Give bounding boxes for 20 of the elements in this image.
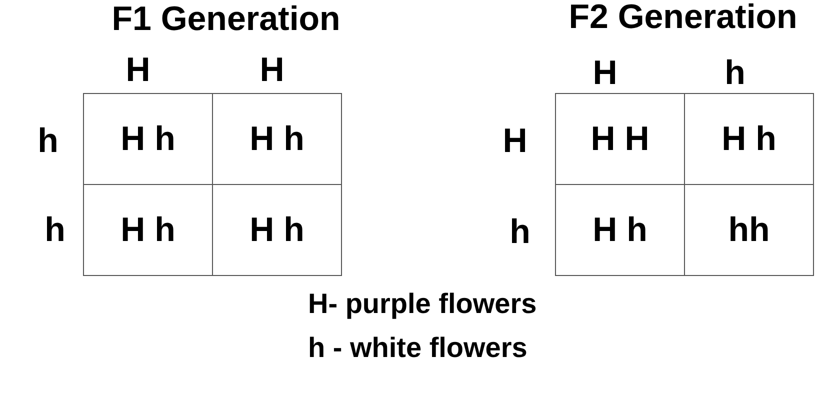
allele-label: h (510, 215, 530, 249)
allele-label: H (592, 56, 618, 90)
allele-label: H (126, 53, 150, 87)
allele-label: h (724, 56, 746, 90)
punnett-square-cell: H H (555, 93, 685, 185)
allele-label: H (502, 124, 528, 158)
punnett-square-cell: H h (555, 184, 685, 276)
title: F1 Generation (112, 2, 340, 36)
key-text: h - white flowers (308, 334, 528, 362)
allele-label: H (260, 53, 284, 87)
punnett-square-cell: H h (684, 93, 814, 185)
key-text: H- purple flowers (308, 290, 537, 318)
punnett-square-cell: hh (684, 184, 814, 276)
punnett-square-cell: H h (83, 184, 213, 276)
punnett-square-cell: H h (83, 93, 213, 185)
title: F2 Generation (568, 0, 798, 34)
allele-label: h (44, 213, 66, 247)
allele-label: h (38, 124, 58, 158)
punnett-square-cell: H h (212, 184, 342, 276)
punnett-square-cell: H h (212, 93, 342, 185)
